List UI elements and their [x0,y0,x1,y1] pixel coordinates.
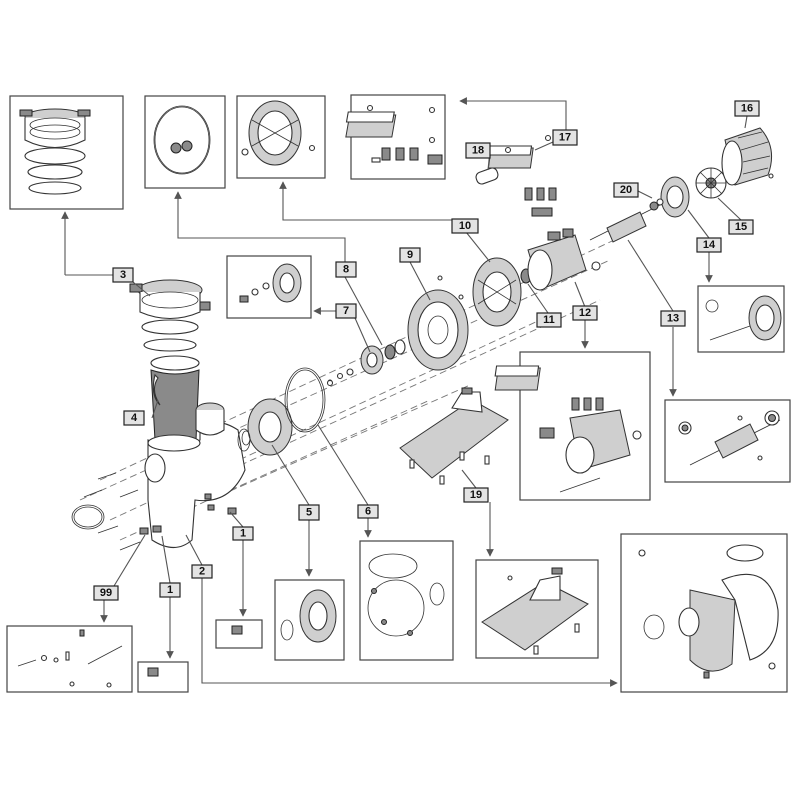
callout-2: 2 [191,564,213,579]
svg-text:6: 6 [365,506,371,518]
callout-20: 20 [613,182,639,198]
main-screws-left [83,472,162,551]
svg-text:13: 13 [667,313,679,325]
detail-box-pump-housing [620,533,788,693]
callout-8: 8 [335,261,357,278]
main-capacitor-18 [475,167,499,185]
main-fan-cover [649,176,690,218]
svg-text:99: 99 [100,587,112,599]
callout-10: 10 [451,218,479,234]
callout-6: 6 [357,504,379,519]
callout-15: 15 [728,219,754,235]
svg-text:9: 9 [407,249,413,261]
main-fan-15 [695,167,727,199]
main-basket [150,355,200,446]
detail-box-drain-plug [215,619,263,649]
main-oring-large [71,504,105,530]
main-motor [527,228,601,291]
callout-99: 99 [93,585,119,601]
main-impeller-plate [241,398,293,456]
callout-5: 5 [298,504,320,521]
svg-text:18: 18 [472,145,484,157]
callout-4: 4 [123,410,145,426]
main-small-parts [204,275,464,515]
detail-box-screw-kit [6,625,133,693]
svg-text:14: 14 [703,239,716,251]
svg-text:1: 1 [240,528,246,540]
detail-box-fan-cover [697,285,785,353]
svg-text:15: 15 [735,221,747,233]
callout-18: 18 [465,142,491,159]
main-fan-guard-16 [721,127,774,186]
callout-9: 9 [399,247,421,263]
svg-text:7: 7 [343,305,349,317]
callout-13: 13 [660,310,686,327]
svg-text:20: 20 [620,184,632,196]
svg-text:4: 4 [131,412,138,424]
svg-text:11: 11 [543,314,555,326]
leader-lines [61,97,748,687]
detail-box-oring-set [144,95,226,189]
main-seal [384,339,406,360]
callout-19: 19 [463,487,489,503]
callout-7: 7 [335,303,357,319]
main-base-19 [399,387,509,485]
detail-box-terminal-box [345,94,446,180]
svg-text:19: 19 [470,489,482,501]
detail-box-ring-kit [359,540,454,661]
main-lid [129,279,211,352]
detail-box-base [475,559,599,659]
detail-box-motor-module [494,351,651,501]
callout-12: 12 [572,305,598,321]
callout-17: 17 [552,129,578,146]
callout-16: 16 [734,100,760,117]
callout-1-lower: 1 [159,582,181,598]
svg-text:10: 10 [459,220,471,232]
main-oring-6 [284,367,326,433]
svg-text:2: 2 [199,566,205,578]
svg-text:3: 3 [120,269,126,281]
svg-text:16: 16 [741,103,753,115]
svg-text:12: 12 [579,307,591,319]
svg-text:17: 17 [559,132,571,144]
main-seal-plate [407,289,469,371]
detail-box-impeller-plate [274,579,345,661]
svg-text:8: 8 [343,264,349,276]
detail-box-diffuser [226,255,312,319]
callout-14: 14 [696,237,722,253]
detail-box-plug-small [137,661,189,693]
callout-3: 3 [112,267,134,283]
main-pump-housing [144,402,251,549]
svg-text:5: 5 [306,507,312,519]
main-bracket [472,257,522,327]
callout-11: 11 [536,312,562,328]
detail-box-lid [9,95,124,210]
detail-box-seal-plate [236,95,326,179]
main-terminal-17 [487,134,557,217]
detail-box-rotor-shaft [664,399,791,483]
callout-1-upper: 1 [232,526,254,541]
main-rotor [589,204,661,243]
svg-text:1: 1 [167,584,173,596]
main-impeller [327,345,384,385]
